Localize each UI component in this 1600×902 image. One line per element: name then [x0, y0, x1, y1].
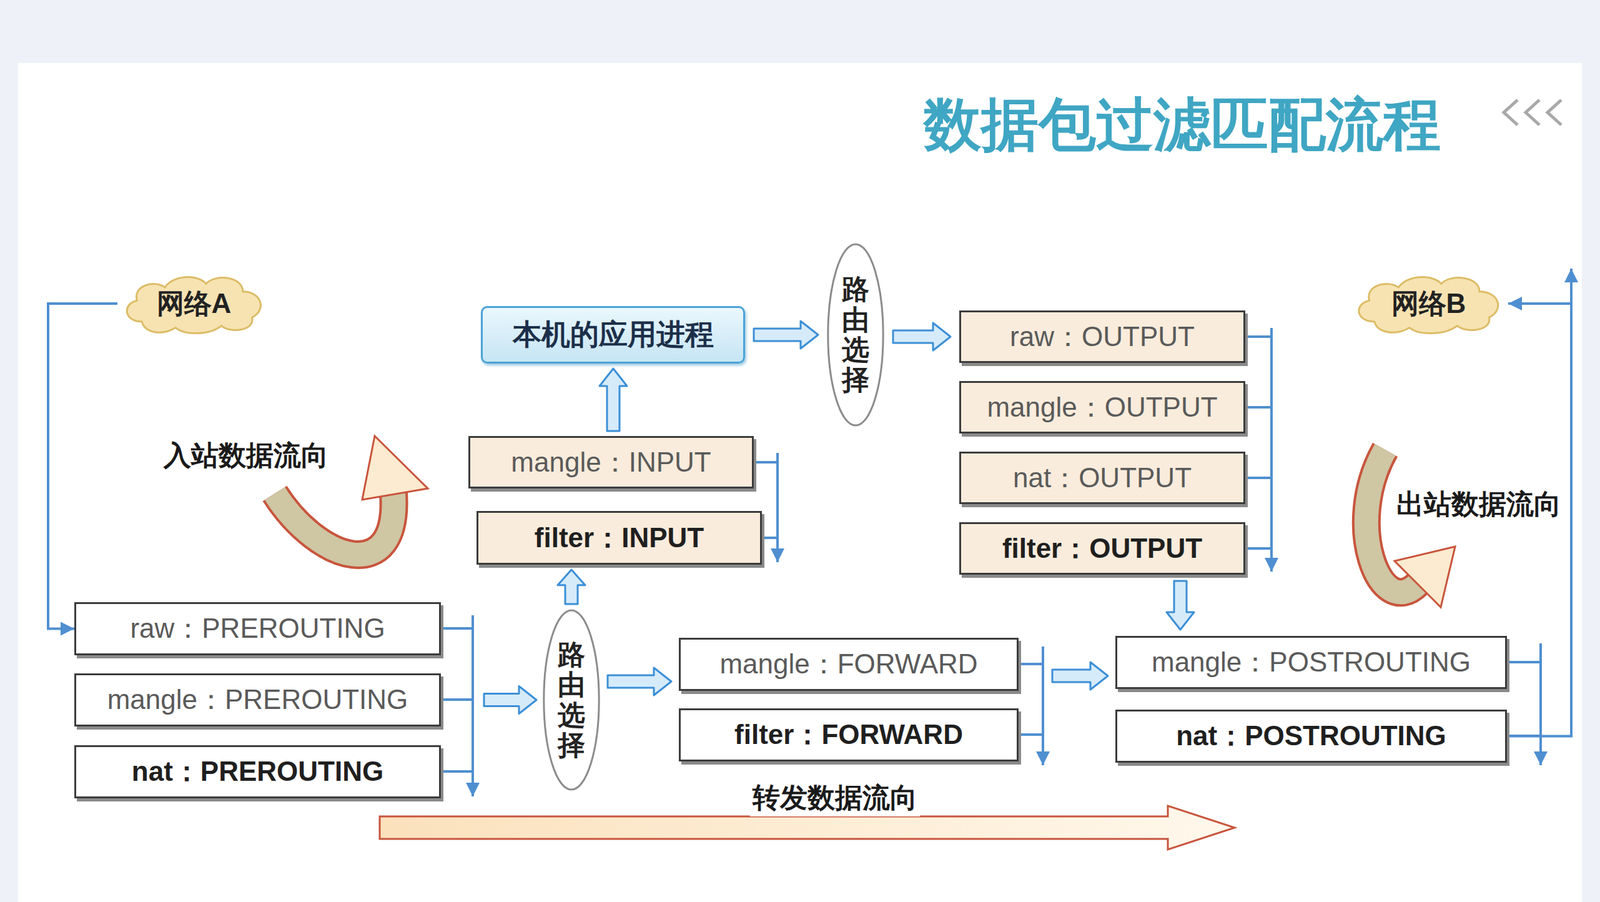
bracket-tick: [1245, 336, 1272, 549]
bracket: [776, 452, 779, 563]
chain-box: mangle：POSTROUTING: [1115, 635, 1507, 689]
chain-box: mangle：FORWARD: [678, 637, 1019, 691]
node-text: filter：FORWARD: [734, 716, 963, 754]
node-text: raw：PREROUTING: [129, 610, 385, 647]
flow-arrow: [483, 686, 537, 714]
node-text: mangle：POSTROUTING: [1151, 643, 1471, 681]
node-text: 网络B: [1391, 285, 1467, 323]
chain-box: mangle：INPUT: [468, 435, 754, 489]
chain-box: raw：PREROUTING: [74, 602, 441, 656]
title-chevrons: [1503, 99, 1562, 125]
routing-ellipse: 路由选择: [826, 242, 885, 427]
flow-arrow: [557, 569, 586, 604]
node-text: 路由选择: [841, 274, 870, 396]
bracket-tick: [1506, 661, 1541, 736]
cloud-outline: [126, 277, 261, 334]
exit-arrow: [1570, 268, 1573, 304]
node-text: mangle：OUTPUT: [986, 389, 1218, 426]
flow-arrow: [1052, 661, 1108, 690]
flow-arrow: [1166, 580, 1195, 630]
connector-line: [48, 303, 118, 629]
inbound-arrow-head: [362, 435, 428, 500]
node-text: filter：INPUT: [534, 519, 704, 557]
brackets: [440, 268, 1572, 797]
cloud-outline: [1358, 277, 1499, 334]
node-text: 本机的应用进程: [512, 315, 714, 355]
ellipse-outline: [828, 244, 884, 426]
chain-box: filter：OUTPUT: [959, 522, 1246, 575]
inbound-arrow-outline: [274, 493, 395, 555]
flow-arrow: [893, 322, 951, 351]
node-text: mangle：PREROUTING: [107, 681, 409, 719]
flow-arrow: [753, 320, 819, 349]
node-text: 网络A: [156, 285, 232, 323]
chain-box: filter：FORWARD: [678, 708, 1019, 762]
chevron: [1525, 99, 1540, 125]
chain-box: nat：OUTPUT: [959, 451, 1246, 504]
flow-arrow: [607, 667, 672, 696]
flow-label: 转发数据流向: [750, 779, 920, 817]
chevron: [1547, 99, 1562, 125]
node-text: mangle：INPUT: [510, 444, 711, 481]
chain-box: mangle：OUTPUT: [959, 380, 1246, 434]
node-text: raw：OUTPUT: [1009, 318, 1195, 356]
bracket: [1041, 646, 1045, 766]
routing-ellipse: 路由选择: [542, 608, 601, 791]
process-box: 本机的应用进程: [480, 306, 746, 364]
bracket: [1539, 643, 1542, 766]
flow-label: 出站数据流向: [1393, 485, 1564, 523]
chain-box: filter：INPUT: [476, 510, 762, 565]
bracket: [471, 615, 475, 797]
bracket-tick: [1018, 663, 1043, 735]
node-text: nat：PREROUTING: [131, 753, 384, 791]
chain-box: nat：POSTROUTING: [1115, 709, 1507, 763]
network-cloud: 网络B: [1348, 270, 1509, 337]
ellipse-outline: [543, 610, 599, 790]
bracket-tick: [440, 628, 473, 772]
inbound-arrow-band: [274, 493, 395, 555]
diagram-title: 数据包过滤匹配流程: [923, 86, 1441, 164]
node-text: nat：POSTROUTING: [1175, 717, 1447, 755]
chain-box: nat：PREROUTING: [74, 745, 441, 799]
node-text: 路由选择: [557, 639, 586, 761]
bracket: [1270, 327, 1273, 572]
flow-arrow: [599, 368, 628, 431]
chain-box: mangle：PREROUTING: [74, 673, 441, 727]
flow-label: 入站数据流向: [161, 437, 331, 475]
network-cloud: 网络A: [117, 270, 271, 337]
node-text: filter：OUTPUT: [1002, 530, 1203, 568]
chevron: [1503, 99, 1518, 125]
outbound-arrow-head: [1394, 546, 1456, 608]
chain-box: raw：OUTPUT: [959, 310, 1246, 363]
node-text: mangle：FORWARD: [719, 645, 978, 683]
node-text: nat：OUTPUT: [1012, 459, 1192, 497]
